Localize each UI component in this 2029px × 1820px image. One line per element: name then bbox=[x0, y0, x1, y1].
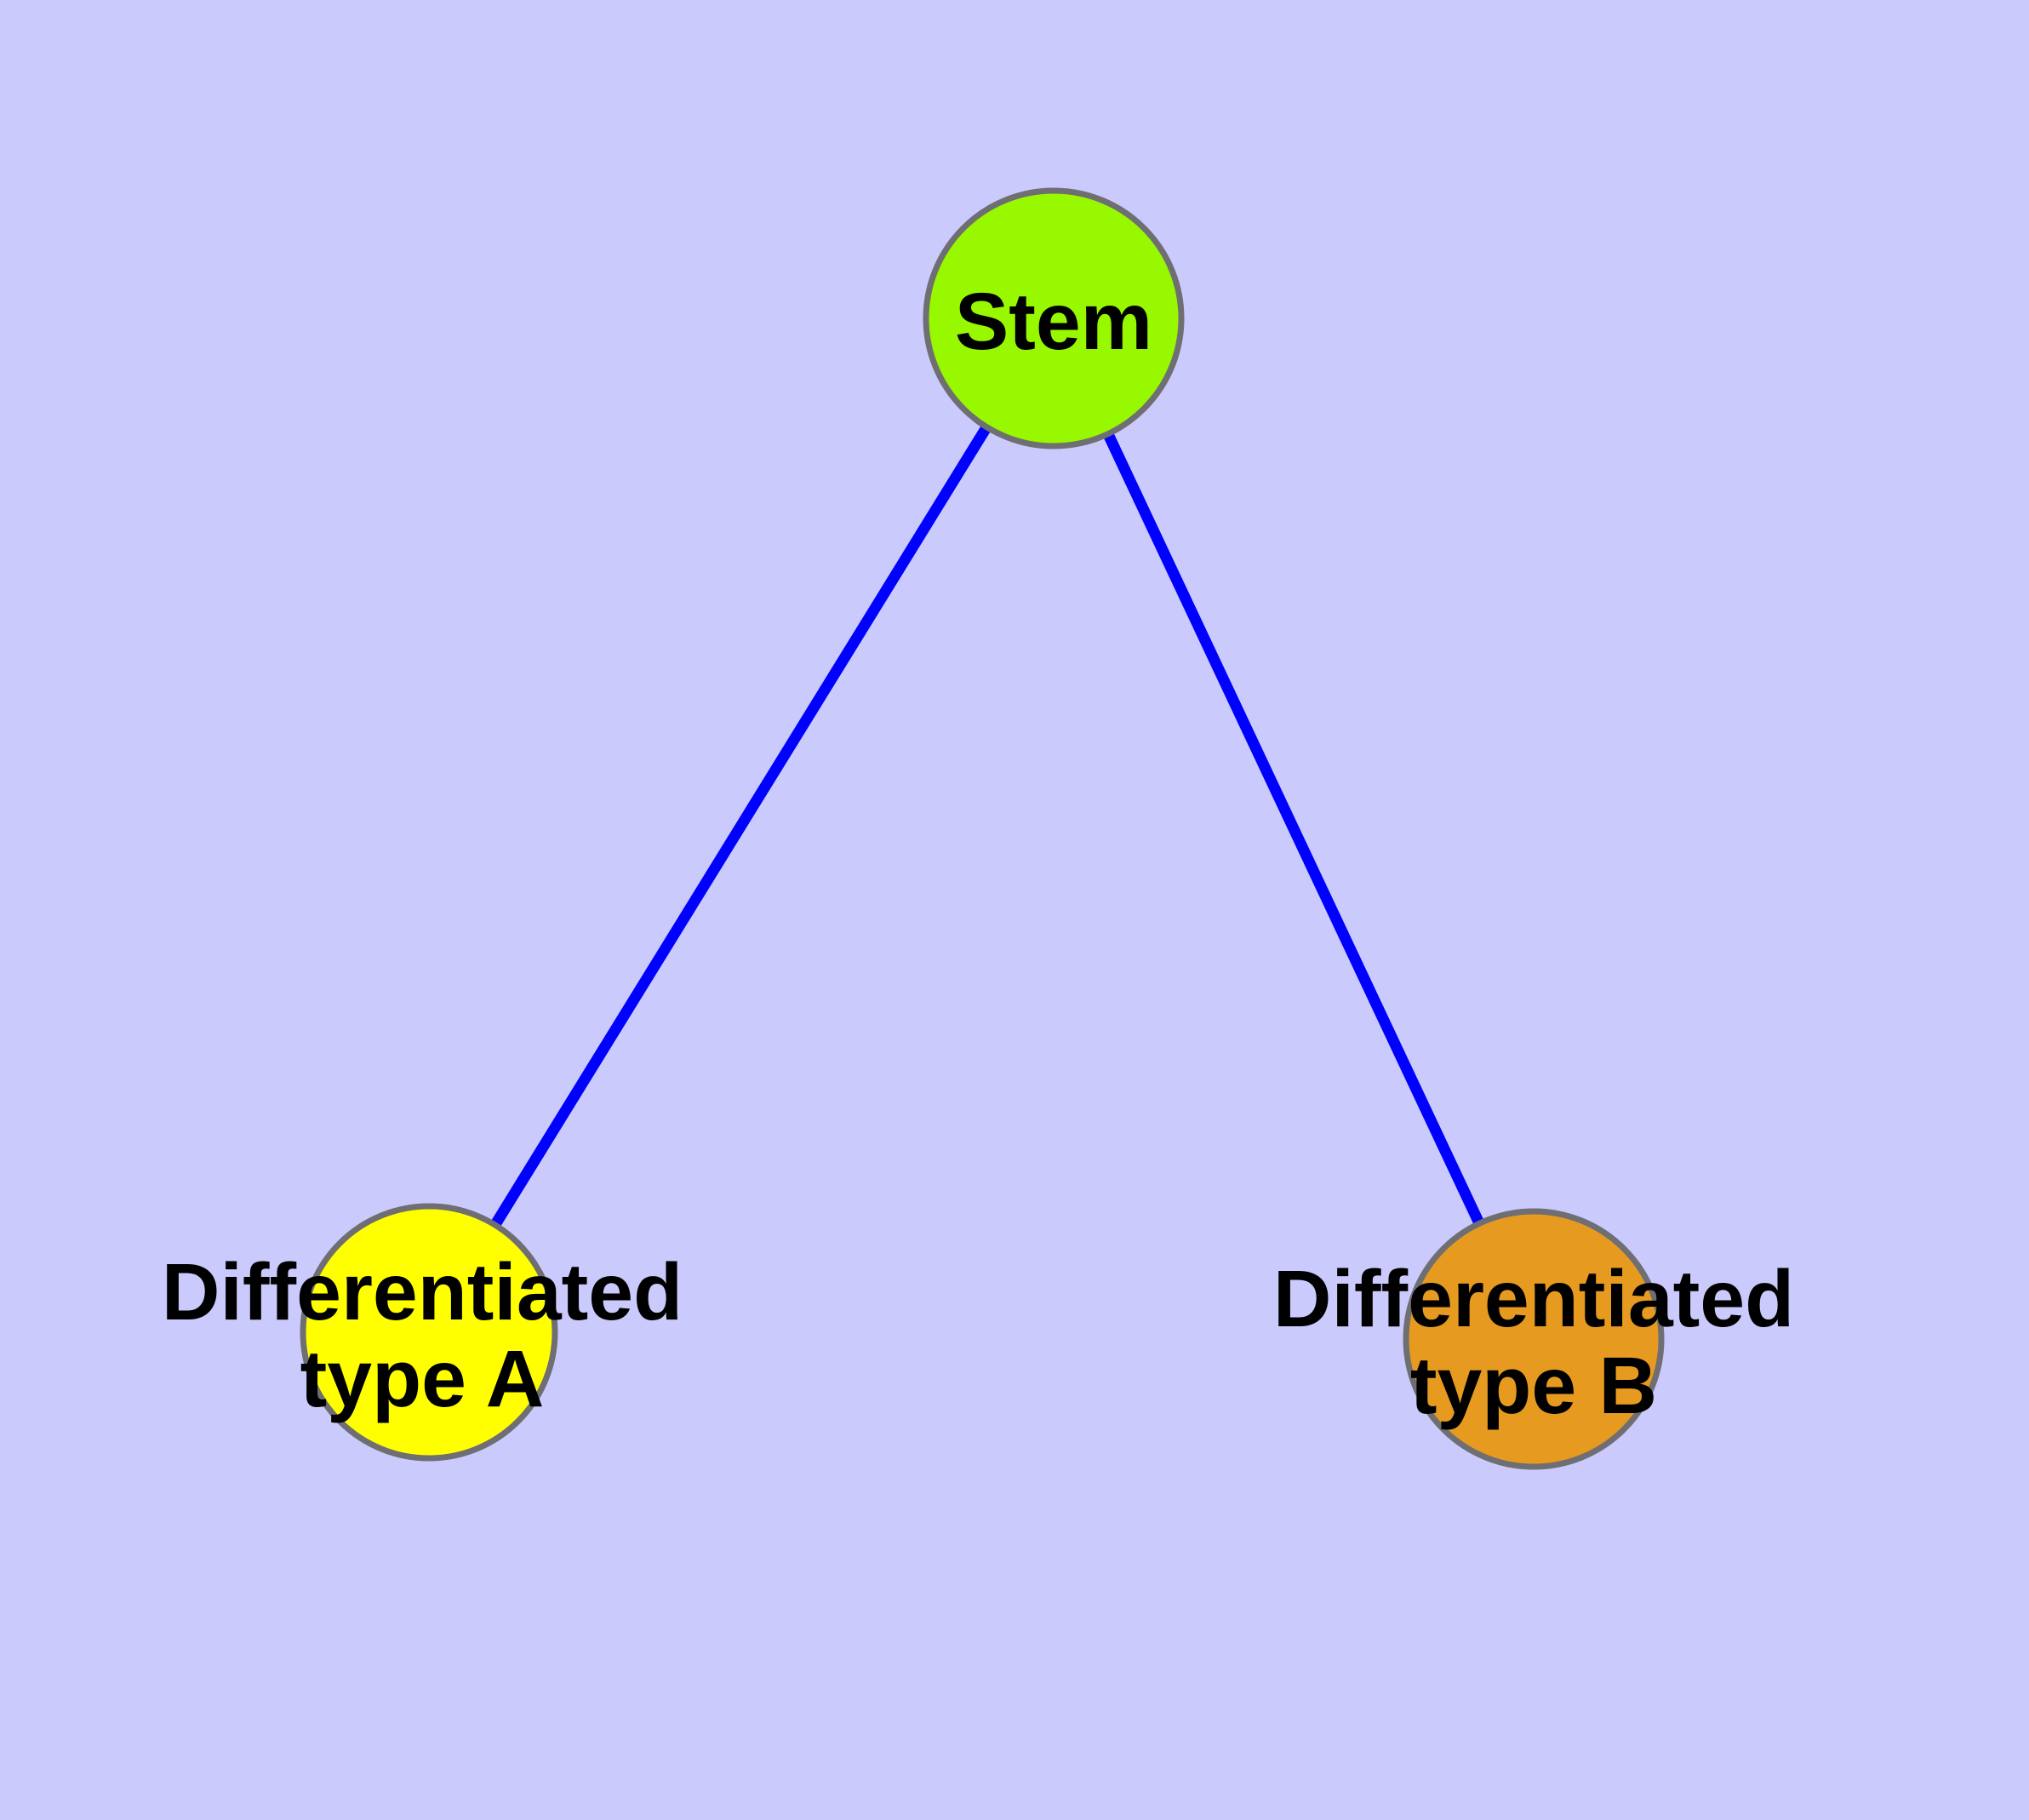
node-stem-label: Stem bbox=[955, 277, 1152, 367]
edge-stem-to-type-b bbox=[1049, 316, 1539, 1342]
node-differentiated-type-b-label-line2: type B bbox=[1410, 1341, 1657, 1431]
node-stem[interactable] bbox=[923, 187, 1185, 449]
node-differentiated-type-b-label-line1: Differentiated bbox=[1273, 1254, 1794, 1344]
edge-stem-to-type-a bbox=[424, 315, 1059, 1336]
node-differentiated-type-a-label-line1: Differentiated bbox=[162, 1247, 683, 1337]
node-differentiated-type-a-label-line2: type A bbox=[300, 1334, 545, 1424]
node-differentiated-type-a[interactable] bbox=[300, 1203, 558, 1462]
node-differentiated-type-b[interactable] bbox=[1403, 1208, 1665, 1470]
